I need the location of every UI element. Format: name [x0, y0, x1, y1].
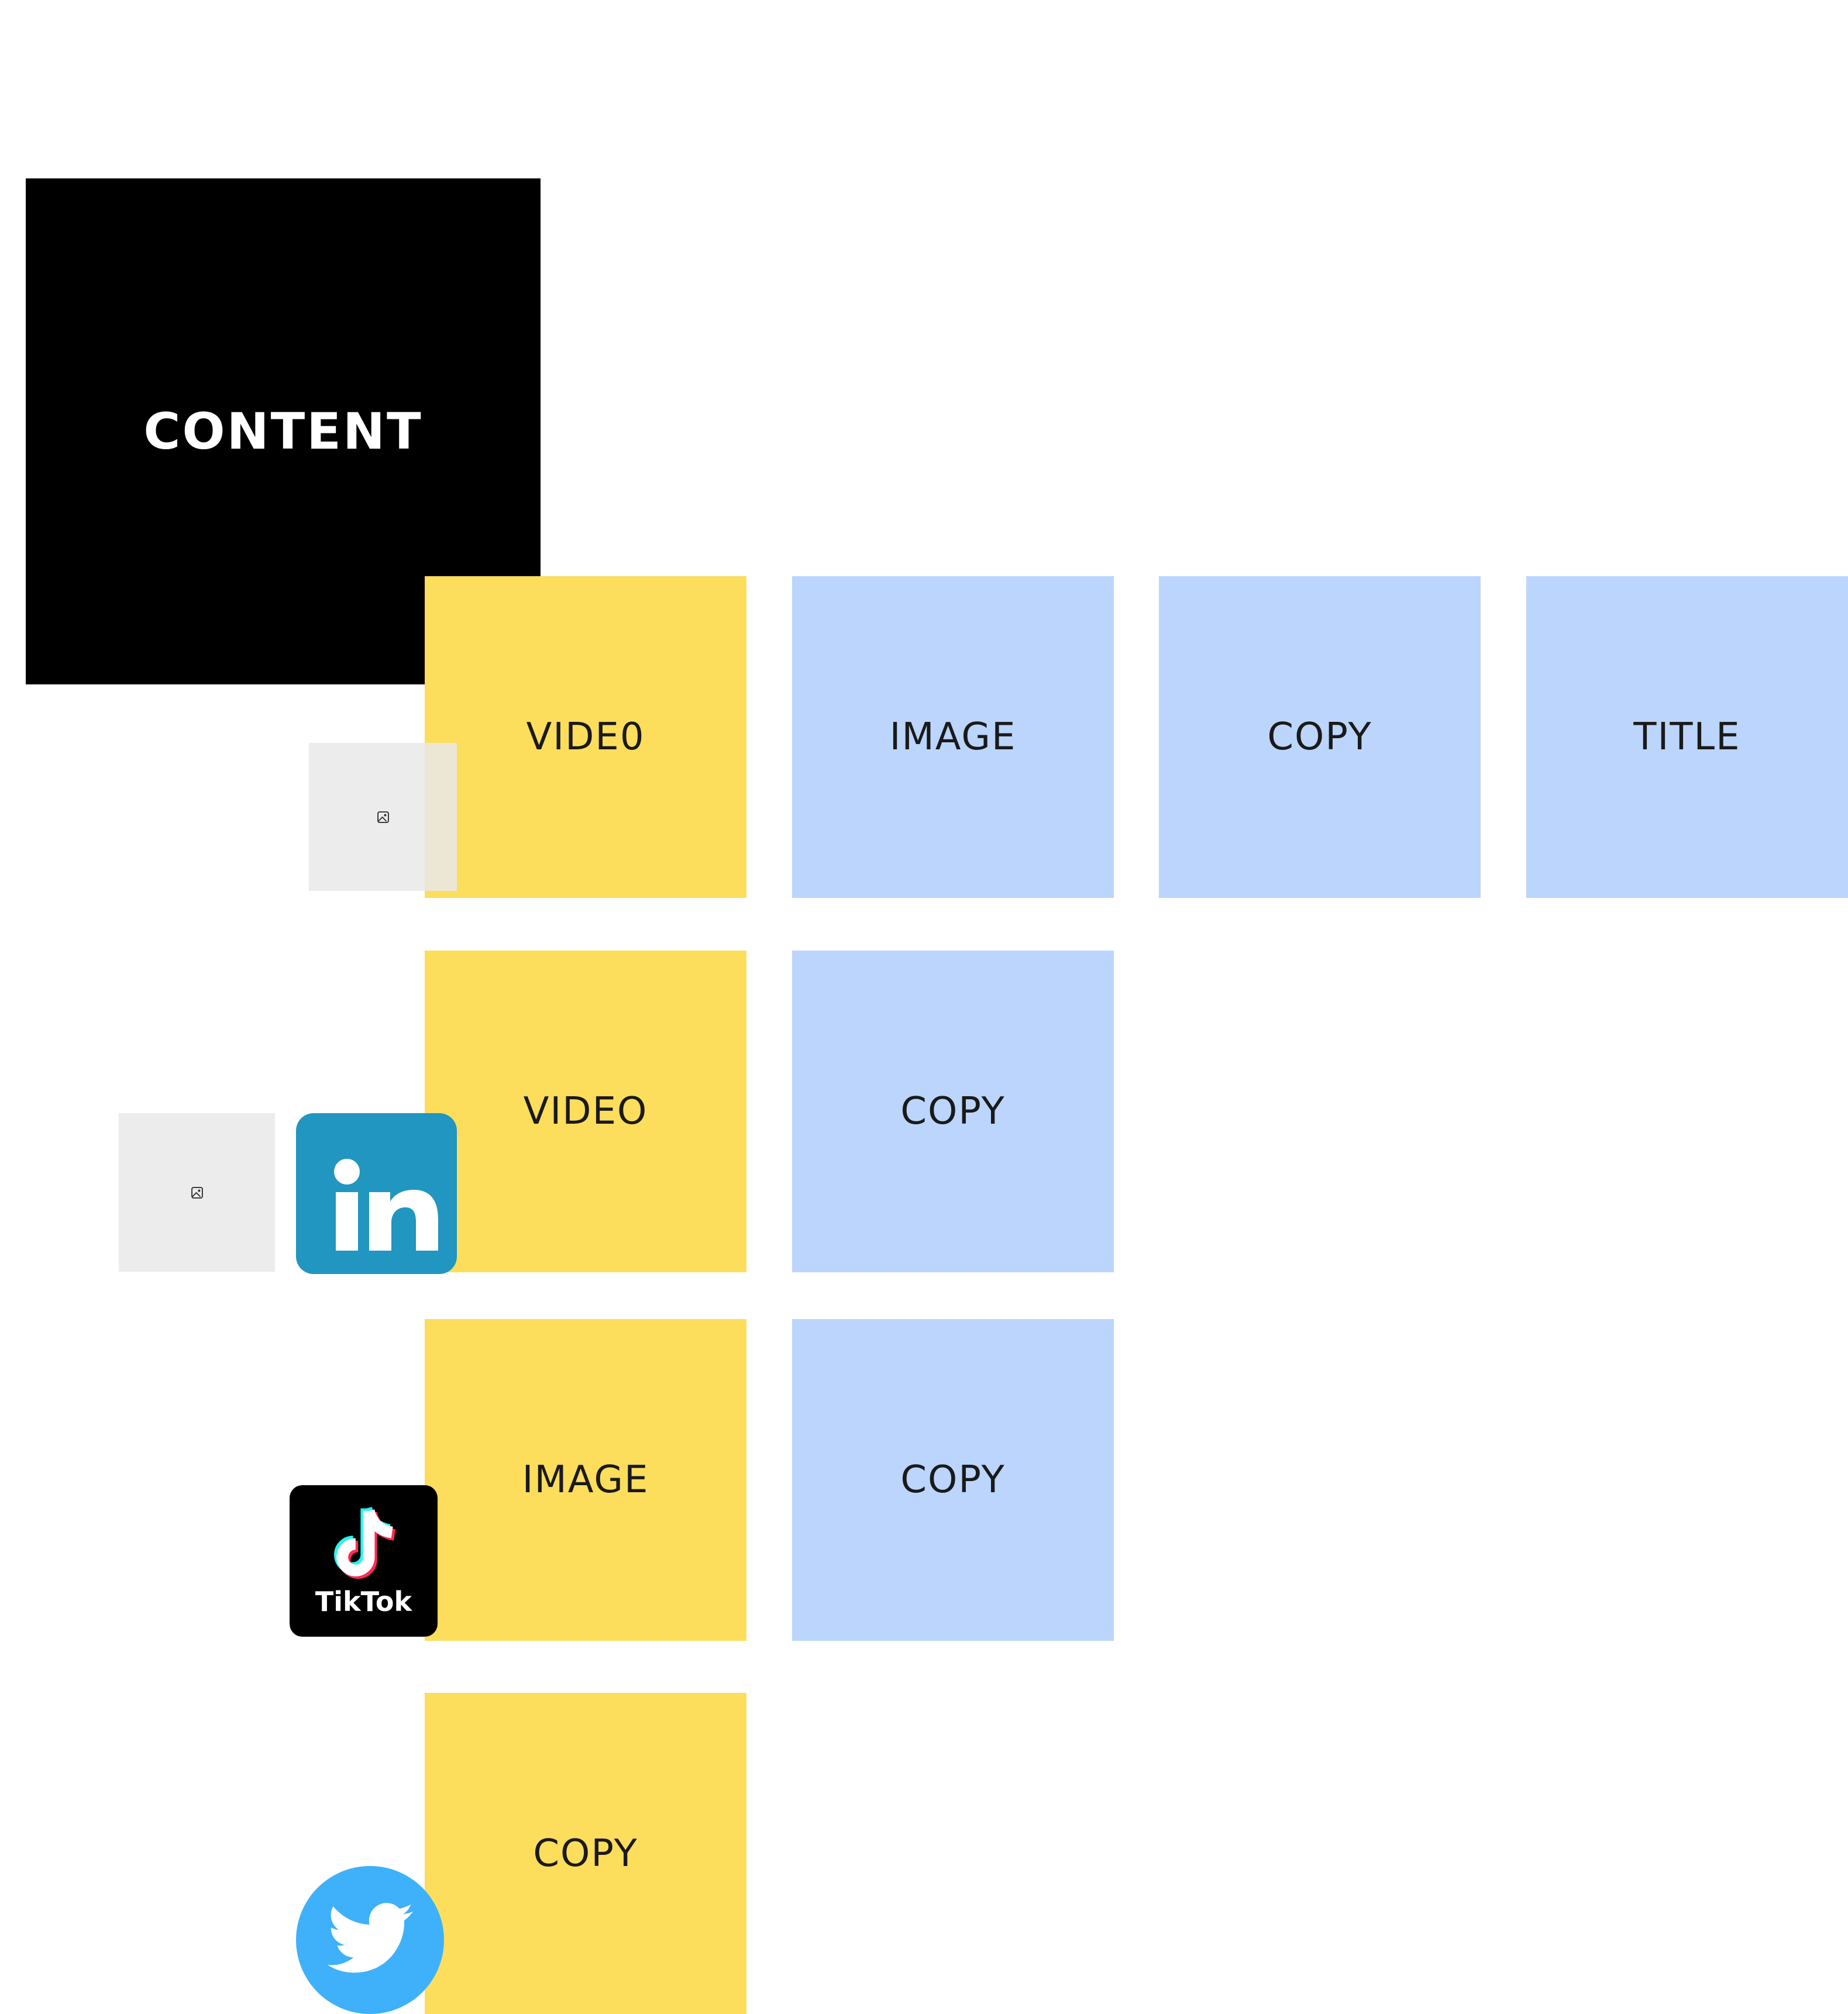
row4-copy-note: COPY: [425, 1693, 746, 2014]
row2-copy-note: COPY: [792, 951, 1114, 1272]
content-node: CONTENT: [26, 178, 541, 684]
row1-video-note: VIDE0: [425, 576, 746, 898]
row3-image-note: IMAGE: [425, 1319, 746, 1641]
tiktok-icon: TikTok: [290, 1485, 438, 1637]
note-label: IMAGE: [889, 715, 1017, 759]
image-placeholder-2: [119, 1113, 275, 1272]
note-label: COPY: [1267, 715, 1372, 759]
broken-image-icon: [191, 1186, 203, 1199]
note-label: TITLE: [1633, 715, 1741, 759]
row1-title-note: TITLE: [1526, 576, 1848, 898]
broken-image-icon: [377, 811, 389, 823]
note-label: VIDE0: [526, 715, 645, 759]
note-label: IMAGE: [522, 1458, 649, 1502]
tiktok-wordmark: TikTok: [315, 1585, 412, 1617]
row1-image-note: IMAGE: [792, 576, 1114, 898]
twitter-icon: [296, 1866, 444, 2014]
note-label: VIDEO: [523, 1090, 648, 1133]
row1-copy-note: COPY: [1159, 576, 1481, 898]
image-placeholder: [309, 743, 457, 891]
content-label: CONTENT: [143, 402, 423, 461]
row2-video-note: VIDEO: [425, 951, 746, 1272]
linkedin-icon: [296, 1113, 457, 1274]
note-label: COPY: [533, 1831, 638, 1875]
note-label: COPY: [900, 1090, 1006, 1133]
row3-copy-note: COPY: [792, 1319, 1114, 1641]
note-label: COPY: [900, 1458, 1006, 1502]
